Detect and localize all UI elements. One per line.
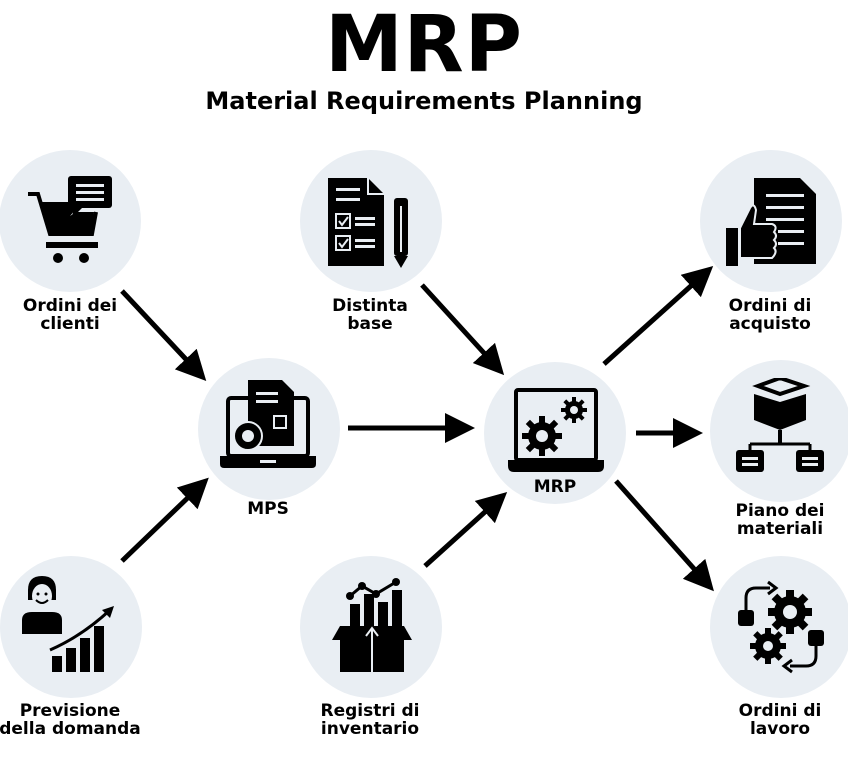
arrow-bom-to-mrp	[420, 283, 505, 376]
label-line: Previsione	[19, 701, 121, 721]
page-title: MRP	[325, 0, 523, 90]
gears-workflow-icon	[738, 580, 824, 674]
checklist-pencil-icon	[328, 178, 408, 268]
node-label: Previsione della domanda	[0, 702, 160, 738]
arrow-customer-orders-to-mps	[120, 289, 207, 381]
label-line: MRP	[533, 477, 577, 497]
page-subtitle: Material Requirements Planning	[205, 87, 643, 115]
label-line: della domanda	[0, 719, 141, 739]
label-line: Ordini di	[738, 701, 822, 721]
label-line: Ordini dei	[22, 296, 118, 316]
label-line: acquisto	[729, 314, 811, 334]
node-label: Ordini di lavoro	[690, 702, 848, 738]
node-label: Ordini di acquisto	[680, 297, 848, 333]
arrow-inventory-to-mrp	[423, 491, 508, 568]
label-line: MPS	[247, 499, 289, 519]
arrow-mrp-to-purchase	[602, 265, 714, 366]
node-label: Ordini dei clienti	[0, 297, 160, 333]
laptop-gears-icon	[508, 388, 604, 472]
label-line: lavoro	[749, 719, 811, 739]
node-label: MPS	[178, 500, 358, 518]
box-hierarchy-icon	[736, 378, 824, 472]
label-line: inventario	[320, 719, 420, 739]
label-line: Piano dei	[735, 501, 825, 521]
label-line: clienti	[40, 314, 100, 334]
label-line: Distinta	[332, 296, 408, 316]
label-line: Ordini di	[728, 296, 812, 316]
laptop-document-gear-icon	[220, 380, 316, 468]
person-growth-chart-icon	[22, 576, 114, 672]
node-label: Piano dei materiali	[690, 502, 848, 538]
arrow-forecast-to-mps	[120, 477, 209, 563]
arrow-mrp-to-work-orders	[614, 479, 714, 592]
box-chart-icon	[332, 578, 412, 672]
label-line: materiali	[736, 519, 824, 539]
node-label: MRP	[465, 478, 645, 496]
node-label: Distinta base	[280, 297, 460, 333]
label-line: base	[347, 314, 393, 334]
document-thumbs-up-icon	[726, 178, 816, 266]
node-label: Registri di inventario	[280, 702, 460, 738]
shopping-cart-chat-icon	[28, 176, 112, 263]
label-line: Registri di	[320, 701, 420, 721]
